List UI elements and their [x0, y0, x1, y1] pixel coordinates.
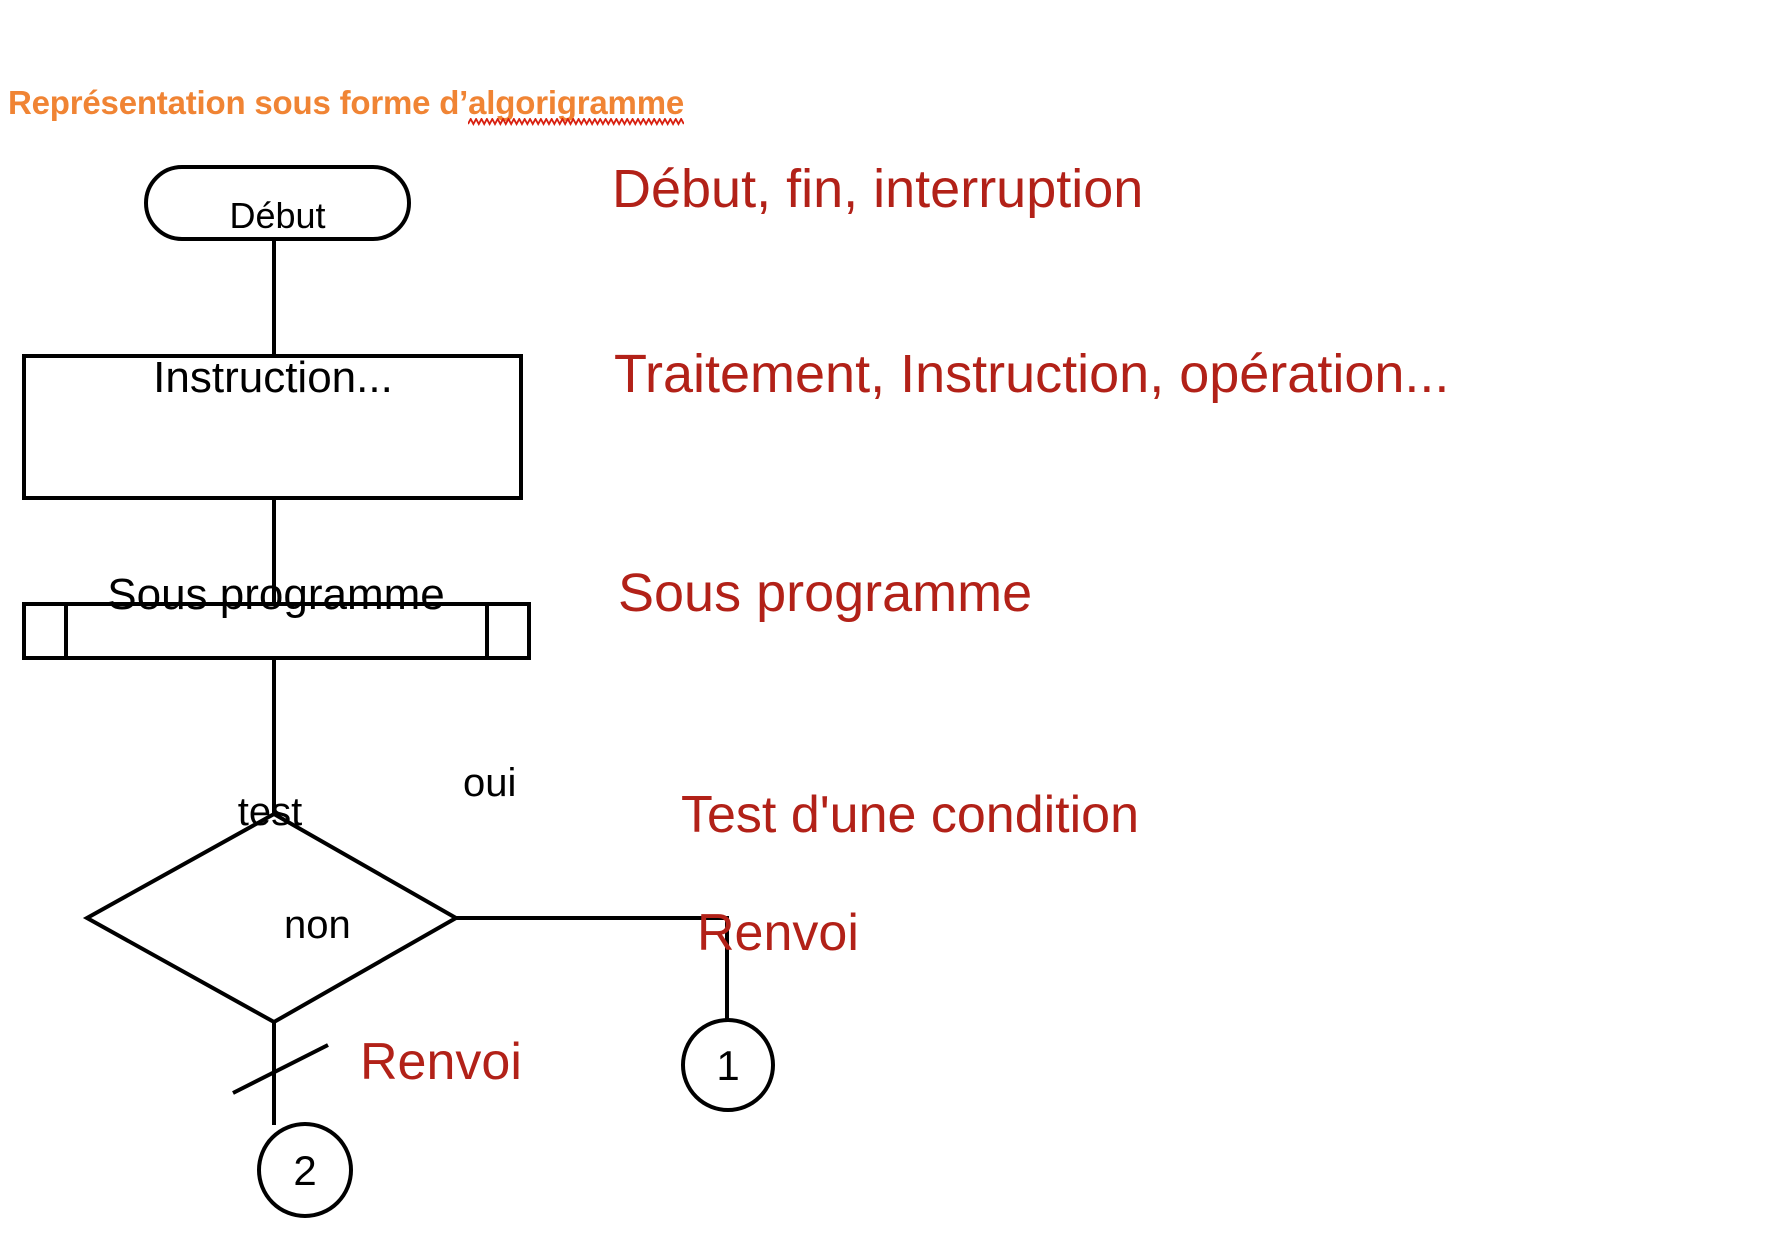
legend-item-instruction: Traitement, Instruction, opération...	[614, 344, 1450, 404]
page-title-underlined-text: algorigramme	[468, 84, 684, 121]
legend-item-debut: Début, fin, interruption	[612, 159, 1144, 219]
node-debut-label: Début	[229, 195, 326, 236]
node-renvoi1-shape[interactable]	[681, 1018, 775, 1112]
node-debut-shape[interactable]	[144, 165, 411, 241]
node-sousprog-label: Sous programme	[107, 570, 445, 619]
edge-no-tick-mark	[232, 1043, 329, 1095]
page-title-underlined-word: algorigramme	[468, 84, 684, 126]
node-instruction-shape[interactable]	[22, 354, 523, 500]
page-title-prefix: Représentation sous forme d’	[8, 84, 469, 121]
branch-label-no: non	[284, 903, 351, 947]
node-test-label: test	[237, 790, 303, 834]
node-renvoi1-label: 1	[716, 1042, 740, 1089]
page-title: Représentation sous forme d’algorigramme	[8, 84, 684, 126]
legend-item-sousprog: Sous programme	[618, 563, 1033, 623]
legend-item-test: Test d'une condition	[681, 786, 1140, 844]
node-renvoi2-shape[interactable]	[257, 1122, 353, 1218]
branch-label-yes: oui	[463, 761, 517, 805]
legend-item-renvoi1: Renvoi	[697, 904, 859, 962]
node-instruction-label: Instruction...	[153, 353, 393, 402]
node-sousprog-shape[interactable]	[22, 602, 531, 660]
node-renvoi2-label: 2	[293, 1147, 317, 1194]
legend-item-renvoi2: Renvoi	[360, 1033, 522, 1091]
edge-test-yes-to-renvoi1	[456, 916, 729, 1020]
node-test-shape[interactable]	[82, 811, 461, 1025]
spellcheck-squiggle-icon	[468, 118, 684, 126]
